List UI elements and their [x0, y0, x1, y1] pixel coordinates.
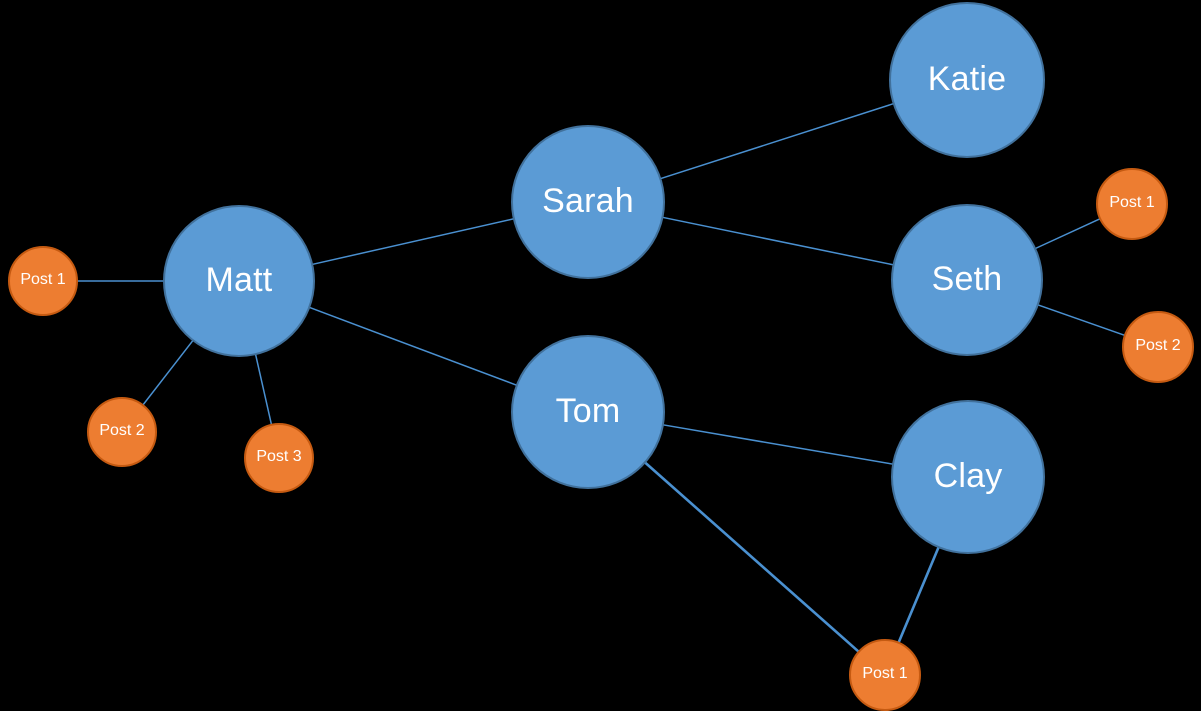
node-matt-post3[interactable]: Post 3: [244, 423, 314, 493]
edge-seth-to-seth-post2: [1037, 304, 1126, 337]
edge-tom-to-clay-post1: [643, 461, 861, 654]
node-label: Post 2: [99, 422, 145, 439]
edge-seth-to-seth-post1: [1034, 217, 1101, 250]
node-seth[interactable]: Seth: [891, 204, 1043, 356]
node-matt-post1[interactable]: Post 1: [8, 246, 78, 316]
node-label: Post 1: [862, 665, 908, 682]
node-clay[interactable]: Clay: [891, 400, 1045, 554]
node-katie[interactable]: Katie: [889, 2, 1045, 158]
node-label: Katie: [927, 60, 1007, 98]
node-label: Post 2: [1135, 337, 1181, 354]
node-label: Clay: [933, 457, 1003, 495]
node-seth-post1[interactable]: Post 1: [1096, 168, 1168, 240]
node-label: Post 3: [256, 448, 302, 465]
edge-matt-to-matt-post2: [142, 339, 194, 406]
node-matt-post2[interactable]: Post 2: [87, 397, 157, 467]
node-clay-post1[interactable]: Post 1: [849, 639, 921, 711]
node-label: Sarah: [542, 182, 634, 220]
edge-clay-to-clay-post1: [897, 545, 940, 645]
edge-sarah-to-katie: [659, 102, 895, 180]
node-label: Post 1: [1109, 194, 1155, 211]
edge-tom-to-clay: [662, 424, 894, 465]
node-label: Post 1: [20, 271, 66, 288]
edge-sarah-to-seth: [661, 216, 895, 266]
edge-matt-to-sarah: [311, 218, 515, 266]
node-label: Tom: [555, 392, 621, 430]
edge-matt-to-matt-post3: [254, 353, 273, 426]
node-label: Seth: [931, 260, 1003, 298]
node-sarah[interactable]: Sarah: [511, 125, 665, 279]
node-matt[interactable]: Matt: [163, 205, 315, 357]
node-label: Matt: [205, 261, 273, 299]
edge-matt-to-tom: [308, 306, 518, 387]
node-seth-post2[interactable]: Post 2: [1122, 311, 1194, 383]
node-tom[interactable]: Tom: [511, 335, 665, 489]
